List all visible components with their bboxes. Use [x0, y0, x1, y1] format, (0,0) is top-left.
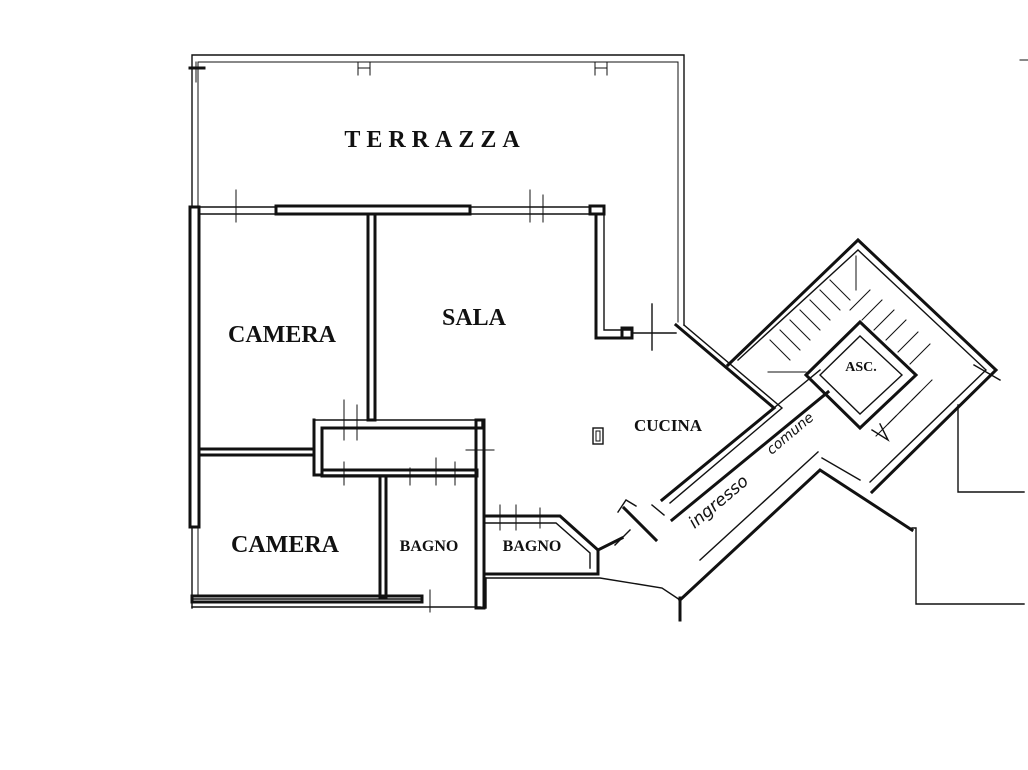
label-camera-top: CAMERA: [228, 322, 337, 348]
adjacent-building: [911, 59, 1028, 605]
terrace-outline: [188, 54, 685, 326]
label-cucina: CUCINA: [634, 416, 703, 435]
label-terrazza: TERRAZZA: [344, 127, 525, 153]
label-asc: ASC.: [845, 360, 877, 375]
ingresso-corridor: [485, 322, 915, 622]
label-bagno-left: BAGNO: [400, 538, 459, 555]
label-bagno-right: BAGNO: [503, 538, 562, 555]
outer-walls: [188, 189, 677, 613]
stairwell: [725, 237, 1001, 495]
label-camera-bottom: CAMERA: [231, 532, 340, 558]
stair-treads: [767, 255, 933, 437]
label-sala: SALA: [442, 305, 507, 331]
